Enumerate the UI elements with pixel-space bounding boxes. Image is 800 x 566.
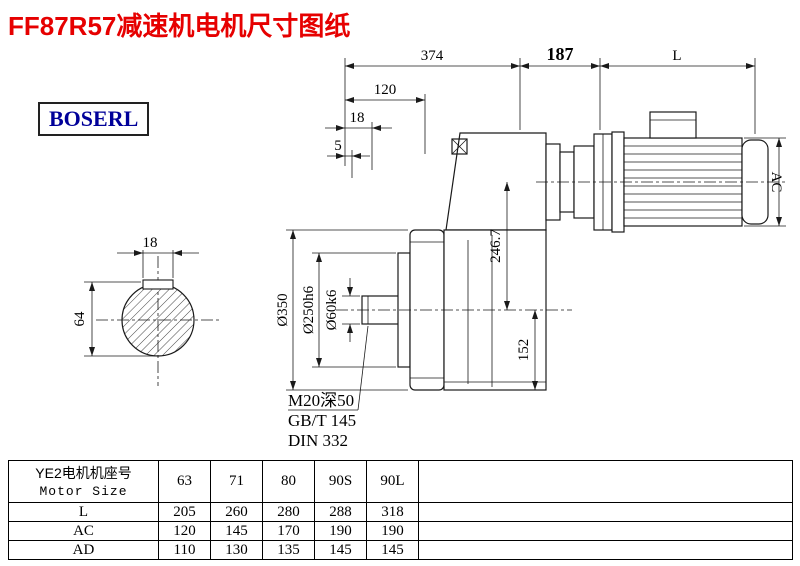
dim-center-height-label: 246.7 [488, 229, 504, 263]
table-cell: 280 [262, 502, 315, 522]
note-std1-label: GB/T 145 [288, 411, 356, 430]
table-cell: 145 [210, 521, 263, 541]
brand-logo: BOSERL [38, 102, 150, 136]
dim-18-label: 18 [350, 110, 365, 126]
shaft-end-notes: M20深50 GB/T 145 DIN 332 [288, 325, 369, 450]
technical-drawing: 374 187 L 120 18 5 AC [72, 44, 786, 450]
table-cell: 145 [314, 540, 367, 560]
top-dimensions: 374 187 L 120 18 5 [325, 44, 756, 178]
table-col-header-71: 71 [210, 460, 263, 503]
page-title: FF87R57减速机电机尺寸图纸 [8, 11, 351, 41]
dim-motor-length-label: L [672, 48, 681, 64]
dim-flange-dia-label: Ø350 [275, 293, 291, 326]
dim-lower-height-label: 152 [516, 339, 532, 362]
table-col-header-63: 63 [158, 460, 211, 503]
dim-adapter-length-label: 187 [547, 44, 574, 64]
table-row-AC: AC 120 145 170 190 190 [8, 521, 793, 541]
note-tap-label: M20深50 [288, 391, 354, 410]
table-cell: 110 [158, 540, 211, 560]
table-row-AD: AD 110 130 135 145 145 [8, 540, 793, 560]
note-std2-label: DIN 332 [288, 431, 348, 450]
dim-key-width-label: 18 [143, 235, 158, 251]
table-cell: 120 [158, 521, 211, 541]
dim-120-label: 120 [374, 82, 397, 98]
table-cell: 260 [210, 502, 263, 522]
table-col-header-80: 80 [262, 460, 315, 503]
dim-5-label: 5 [334, 138, 342, 154]
table-cell: 318 [366, 502, 419, 522]
table-filler-cell [418, 460, 793, 503]
table-cell: 205 [158, 502, 211, 522]
ac-dimension: AC [744, 137, 786, 227]
dim-section-height-label: 64 [72, 311, 88, 327]
table-header-motor-size: YE2电机机座号 Motor Size [8, 460, 159, 503]
table-cell: 135 [262, 540, 315, 560]
internal-dimensions: 246.7 152 [488, 182, 538, 390]
table-cell: 288 [314, 502, 367, 522]
table-row-label-AD: AD [8, 540, 159, 560]
table-filler-cell [418, 521, 793, 541]
table-col-header-90s: 90S [314, 460, 367, 503]
dim-shaft-dia-label: Ø60k6 [324, 289, 340, 330]
table-cell: 190 [366, 521, 419, 541]
table-header-cn: YE2电机机座号 [35, 464, 132, 481]
table-cell: 145 [366, 540, 419, 560]
table-cell: 170 [262, 521, 315, 541]
dim-spigot-dia-label: Ø250h6 [301, 285, 317, 334]
table-header-en: Motor Size [39, 483, 128, 499]
keyway [142, 279, 174, 290]
motor-size-table: YE2电机机座号 Motor Size 63 71 80 90S 90L L 2… [8, 460, 793, 560]
table-col-header-90l: 90L [366, 460, 419, 503]
dim-ac-label: AC [768, 172, 784, 193]
table-cell: 130 [210, 540, 263, 560]
diameter-dimensions: Ø350 Ø250h6 Ø60k6 [275, 229, 408, 391]
motor-view [611, 111, 769, 233]
table-row-label-AC: AC [8, 521, 159, 541]
table-filler-cell [418, 502, 793, 522]
table-cell: 190 [314, 521, 367, 541]
shaft-section-view: 18 64 [72, 235, 222, 386]
dim-total-length-label: 374 [421, 48, 444, 64]
table-row-label-L: L [8, 502, 159, 522]
table-row-L: L 205 260 280 288 318 [8, 502, 793, 522]
table-filler-cell [418, 540, 793, 560]
